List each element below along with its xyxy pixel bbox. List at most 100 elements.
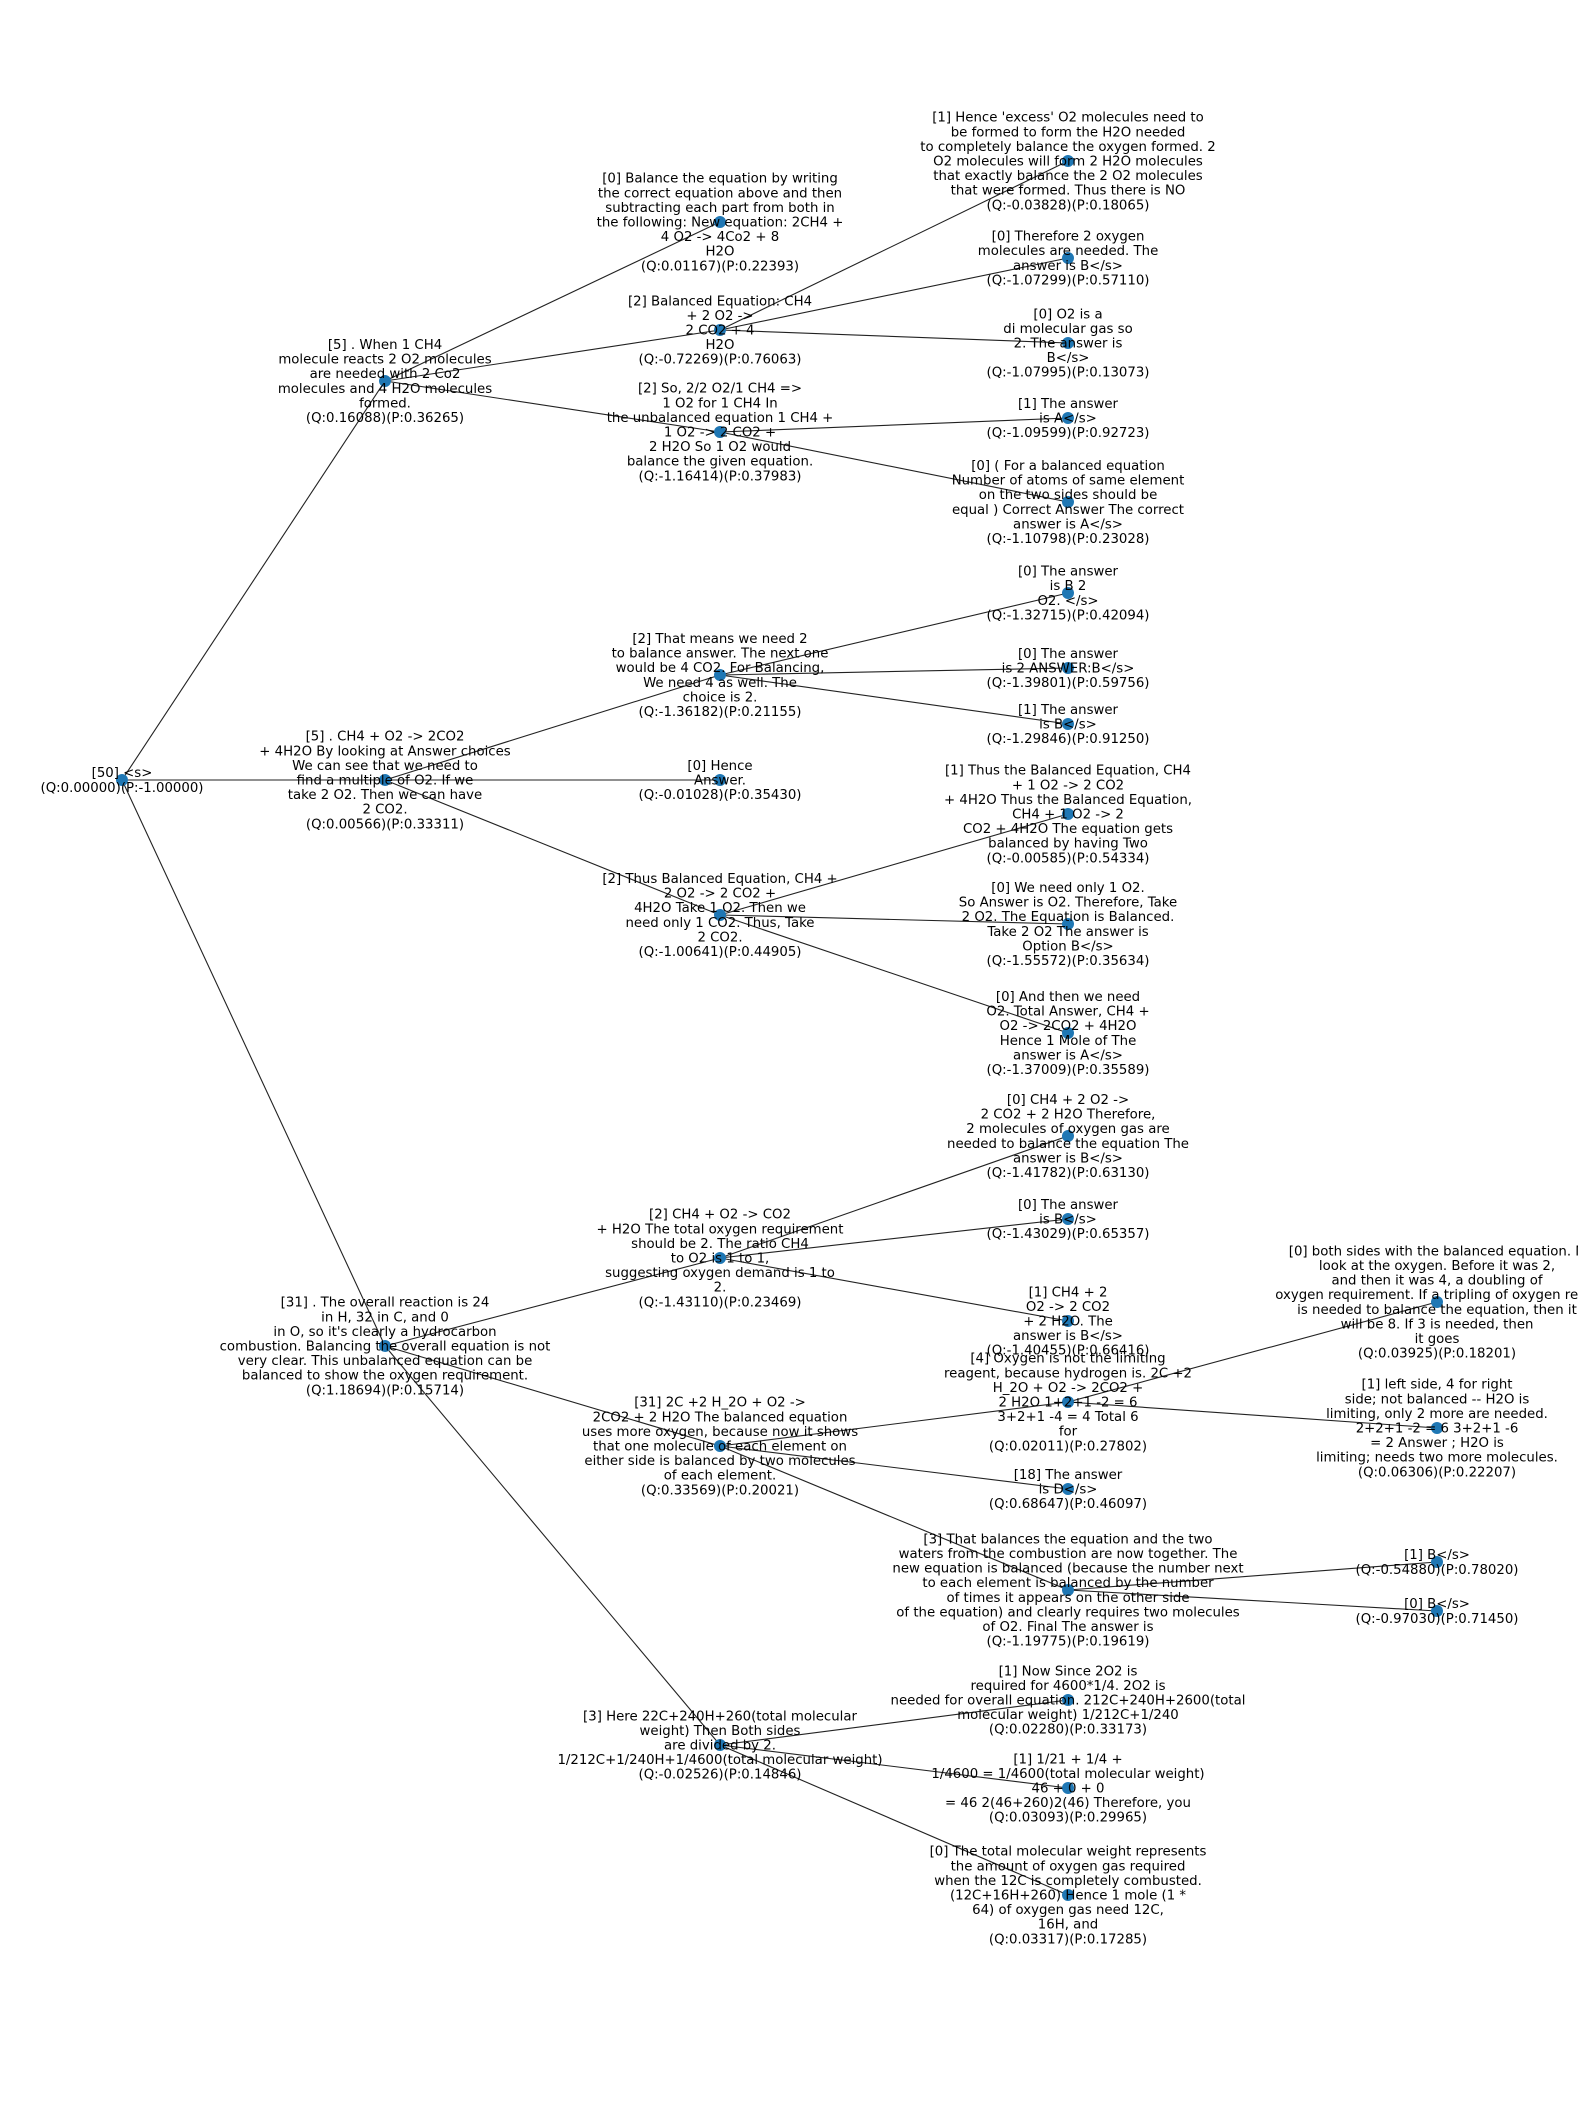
- tree-node-label-line: (Q:0.03093)(P:0.29965): [989, 1811, 1147, 1826]
- tree-node-label-line: [0] And then we need: [996, 990, 1140, 1005]
- tree-node-marker: [1062, 1315, 1074, 1327]
- tree-edge: [719, 1135, 1069, 1259]
- tree-edge: [719, 1445, 1069, 1490]
- tree-node-label-line: uses more oxygen, because now it shows: [582, 1425, 858, 1440]
- tree-node-label-line: Hence 1 Mole of The: [1000, 1034, 1137, 1049]
- tree-node-label-line: oxygen requirement. If a tripling of oxy…: [1275, 1288, 1578, 1303]
- tree-node-label-line: is B</s>: [1039, 1213, 1097, 1228]
- tree-node-marker: [1062, 412, 1074, 424]
- tree-node-marker: [714, 1739, 726, 1751]
- tree-node-marker: [379, 375, 391, 387]
- tree-node-label-line: 2.: [714, 1281, 727, 1296]
- tree-node-label-line: (Q:0.68647)(P:0.46097): [989, 1497, 1147, 1512]
- tree-node-marker: [1062, 718, 1074, 730]
- tree-node-label-line: + 4H2O By looking at Answer choices: [259, 744, 510, 759]
- tree-node-marker: [1062, 1213, 1074, 1225]
- tree-node-label-line: O2. </s>: [1037, 594, 1098, 609]
- tree-edge: [719, 813, 1069, 916]
- tree-node-label-line: [31] . The overall reaction is 24: [281, 1296, 490, 1311]
- tree-node-label: [31] 2C +2 H_2O + O2 ->2CO2 + 2 H2O The …: [582, 1396, 858, 1499]
- tree-node-label-line: [50] <s>: [92, 766, 153, 781]
- tree-node-label-line: [3] Here 22C+240H+260(total molecular: [583, 1709, 857, 1724]
- tree-node-label-line: [2] Thus Balanced Equation, CH4 +: [602, 872, 837, 887]
- tree-node-label-line: O2. Total Answer, CH4 +: [986, 1005, 1149, 1020]
- tree-node-label-line: O2 -> 2CO2 + 4H2O: [1000, 1019, 1137, 1034]
- tree-node-label-line: B</s>: [1047, 351, 1090, 366]
- tree-node-label-line: balanced by having Two: [988, 837, 1148, 852]
- tree-node-label-line: of each element.: [664, 1469, 776, 1484]
- tree-node-label-line: molecules and 4 H2O molecules: [278, 382, 492, 397]
- tree-node-label-line: H_2O + O2 -> 2CO2 +: [993, 1381, 1144, 1396]
- tree-edge: [719, 1401, 1069, 1447]
- tree-edge: [1067, 1589, 1438, 1612]
- tree-node-label-line: on the two sides should be: [979, 488, 1158, 503]
- tree-edge: [719, 1744, 1069, 1896]
- tree-node-label-line: [2] That means we need 2: [632, 632, 807, 647]
- tree-node-label-line: is needed to balance the equation, then …: [1297, 1303, 1577, 1318]
- tree-node-label-line: equal ) Correct Answer The correct: [952, 503, 1184, 518]
- tree-node-label-line: (Q:-1.32715)(P:0.42094): [987, 608, 1150, 623]
- tree-node-label-line: [0] both sides with the balanced equatio…: [1289, 1244, 1578, 1259]
- tree-node-label-line: Number of atoms of same element: [952, 474, 1185, 489]
- tree-node-label-line: [1] left side, 4 for right: [1362, 1378, 1513, 1393]
- tree-node-label-line: formed.: [359, 396, 411, 411]
- tree-node-label-line: (Q:0.02011)(P:0.27802): [989, 1439, 1147, 1454]
- tree-node-label-line: 46 + 0 + 0: [1031, 1782, 1104, 1797]
- tree-node-label-line: (Q:-0.02526)(P:0.14846): [639, 1768, 802, 1783]
- tree-node-label: [50] <s>(Q:0.00000)(P:-1.00000): [41, 766, 204, 796]
- tree-node-label-line: take 2 O2. Then we can have: [288, 788, 482, 803]
- tree-node-label-line: (Q:-1.39801)(P:0.59756): [987, 676, 1150, 691]
- tree-node-marker: [1431, 1296, 1443, 1308]
- tree-node-label-line: combustion. Balancing the overall equati…: [220, 1340, 551, 1355]
- tree-node-label-line: in H, 32 in C, and 0: [321, 1310, 449, 1325]
- tree-node-label-line: [2] CH4 + O2 -> CO2: [649, 1208, 791, 1223]
- tree-node-label-line: (Q:-1.40455)(P:0.66416): [987, 1344, 1150, 1359]
- tree-edge: [719, 667, 1069, 676]
- tree-node-marker: [1062, 1483, 1074, 1495]
- tree-node-label-line: (Q:-1.55572)(P:0.35634): [987, 954, 1150, 969]
- tree-node-label-line: [0] Hence: [687, 759, 752, 774]
- tree-node-label-line: molecules are needed. The: [978, 244, 1159, 259]
- tree-edge: [1067, 1401, 1438, 1429]
- tree-node-label-line: 2+2+1 -2 = 6 3+2+1 -6: [1356, 1422, 1519, 1437]
- tree-node-label-line: look at the oxygen. Before it was 2,: [1319, 1259, 1555, 1274]
- tree-node-label-line: choice is 2.: [683, 690, 758, 705]
- tree-edge: [719, 914, 1069, 925]
- tree-node-label-line: [1] B</s>: [1404, 1548, 1470, 1563]
- tree-node-label-line: (Q:-1.07995)(P:0.13073): [987, 366, 1150, 381]
- tree-node-label-line: (Q:-1.43110)(P:0.23469): [639, 1295, 802, 1310]
- tree-node-label-line: 2 CO2 + 2 H2O Therefore,: [981, 1108, 1156, 1123]
- tree-node-label-line: [1] The answer: [1018, 397, 1119, 412]
- tree-node-label-line: 2CO2 + 2 H2O The balanced equation: [593, 1410, 848, 1425]
- tree-node-label-line: H2O: [706, 338, 735, 353]
- tree-node-label-line: are needed with 2 Co2: [310, 367, 461, 382]
- tree-node-label-line: should be 2. The ratio CH4: [631, 1237, 809, 1252]
- tree-node-label-line: for: [1059, 1425, 1078, 1440]
- tree-node-marker: [1062, 1130, 1074, 1142]
- tree-node-label-line: (Q:-0.97030)(P:0.71450): [1356, 1612, 1519, 1627]
- tree-edge: [719, 674, 1069, 725]
- tree-node-label-line: 2 H2O 1+2+1 -2 = 6: [998, 1396, 1137, 1411]
- tree-node-label-line: + 1 O2 -> 2 CO2: [1012, 778, 1124, 793]
- tree-node-label-line: 3+2+1 -4 = 4 Total 6: [997, 1410, 1138, 1425]
- tree-node-marker: [714, 669, 726, 681]
- tree-node-label-line: So Answer is O2. Therefore, Take: [959, 896, 1177, 911]
- tree-node-label-line: (Q:-0.00585)(P:0.54334): [987, 851, 1150, 866]
- tree-node-label-line: [4] Oxygen is not the limiting: [970, 1352, 1165, 1367]
- tree-node-label-line: need only 1 CO2. Thus, Take: [626, 916, 815, 931]
- tree-node-label: [0] both sides with the balanced equatio…: [1275, 1244, 1578, 1361]
- tree-node-label-line: (Q:-1.43029)(P:0.65357): [987, 1227, 1150, 1242]
- tree-node-label-line: it goes: [1415, 1332, 1460, 1347]
- tree-node-label: [2] CH4 + O2 -> CO2+ H2O The total oxyge…: [597, 1208, 844, 1311]
- tree-node-label-line: to each element is balanced by the numbe…: [922, 1576, 1214, 1591]
- tree-edge: [384, 1345, 721, 1447]
- tree-node-marker: [1062, 587, 1074, 599]
- tree-node-label-line: 1/4600 = 1/4600(total molecular weight): [931, 1767, 1204, 1782]
